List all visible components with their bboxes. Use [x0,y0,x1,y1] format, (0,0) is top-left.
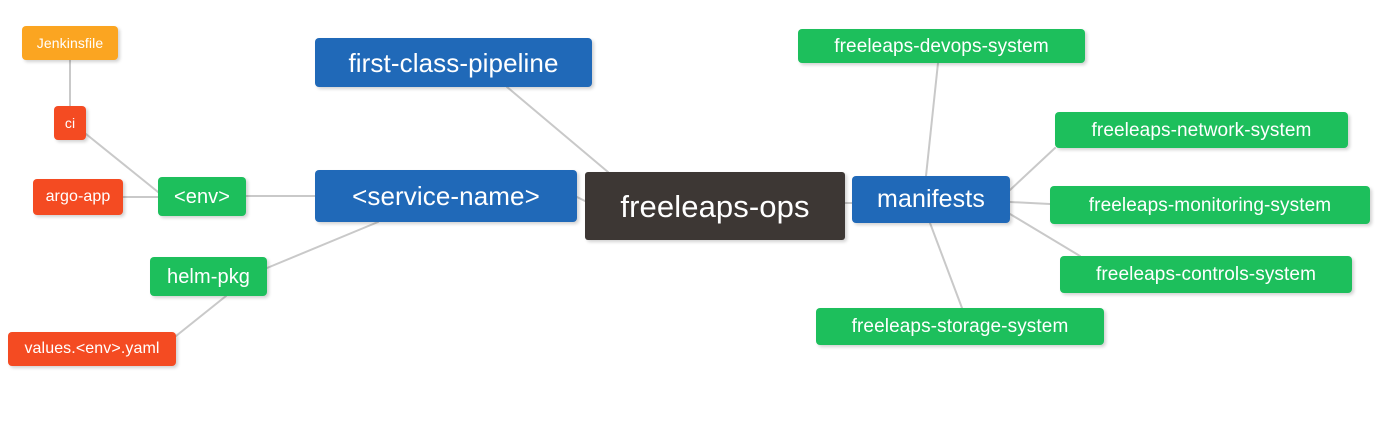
node-manifests[interactable]: manifests [852,176,1010,223]
node-label: freeleaps-storage-system [851,316,1069,337]
node-jenkinsfile[interactable]: Jenkinsfile [22,26,118,60]
edge-manifests-to-monitoring_system [1009,201,1051,205]
node-label: values.<env>.yaml [24,340,160,357]
node-first_class_pipeline[interactable]: first-class-pipeline [315,38,592,87]
edge-service_name-to-root [576,196,586,202]
node-label: Jenkinsfile [36,35,104,51]
node-label: first-class-pipeline [348,47,559,78]
edge-helm_pkg-to-service_name [266,221,379,269]
node-label: freeleaps-ops [620,188,810,224]
node-network_system[interactable]: freeleaps-network-system [1055,112,1348,148]
node-service_name[interactable]: <service-name> [315,170,577,222]
node-label: freeleaps-devops-system [834,35,1049,57]
node-label: freeleaps-network-system [1091,119,1312,141]
node-devops_system[interactable]: freeleaps-devops-system [798,29,1085,63]
edge-values_env_yaml-to-helm_pkg [175,295,227,337]
edge-first_class_pipeline-to-root [506,86,609,173]
node-label: argo-app [45,188,111,205]
node-env[interactable]: <env> [158,177,246,216]
node-label: helm-pkg [166,265,251,288]
node-argo_app[interactable]: argo-app [33,179,123,215]
node-storage_system[interactable]: freeleaps-storage-system [816,308,1104,345]
node-monitoring_system[interactable]: freeleaps-monitoring-system [1050,186,1370,224]
node-label: freeleaps-controls-system [1095,264,1317,285]
edge-devops_system-to-manifests [925,62,939,177]
node-label: manifests [877,185,985,213]
node-controls_system[interactable]: freeleaps-controls-system [1060,256,1352,293]
node-label: ci [64,115,76,131]
edge-manifests-to-network_system [1009,147,1056,191]
node-label: <service-name> [352,181,540,211]
node-helm_pkg[interactable]: helm-pkg [150,257,267,296]
node-ci[interactable]: ci [54,106,86,140]
node-root[interactable]: freeleaps-ops [585,172,845,240]
node-values_env_yaml[interactable]: values.<env>.yaml [8,332,176,366]
node-label: <env> [173,185,231,208]
edge-manifests-to-storage_system [929,222,963,309]
node-label: freeleaps-monitoring-system [1088,194,1332,216]
